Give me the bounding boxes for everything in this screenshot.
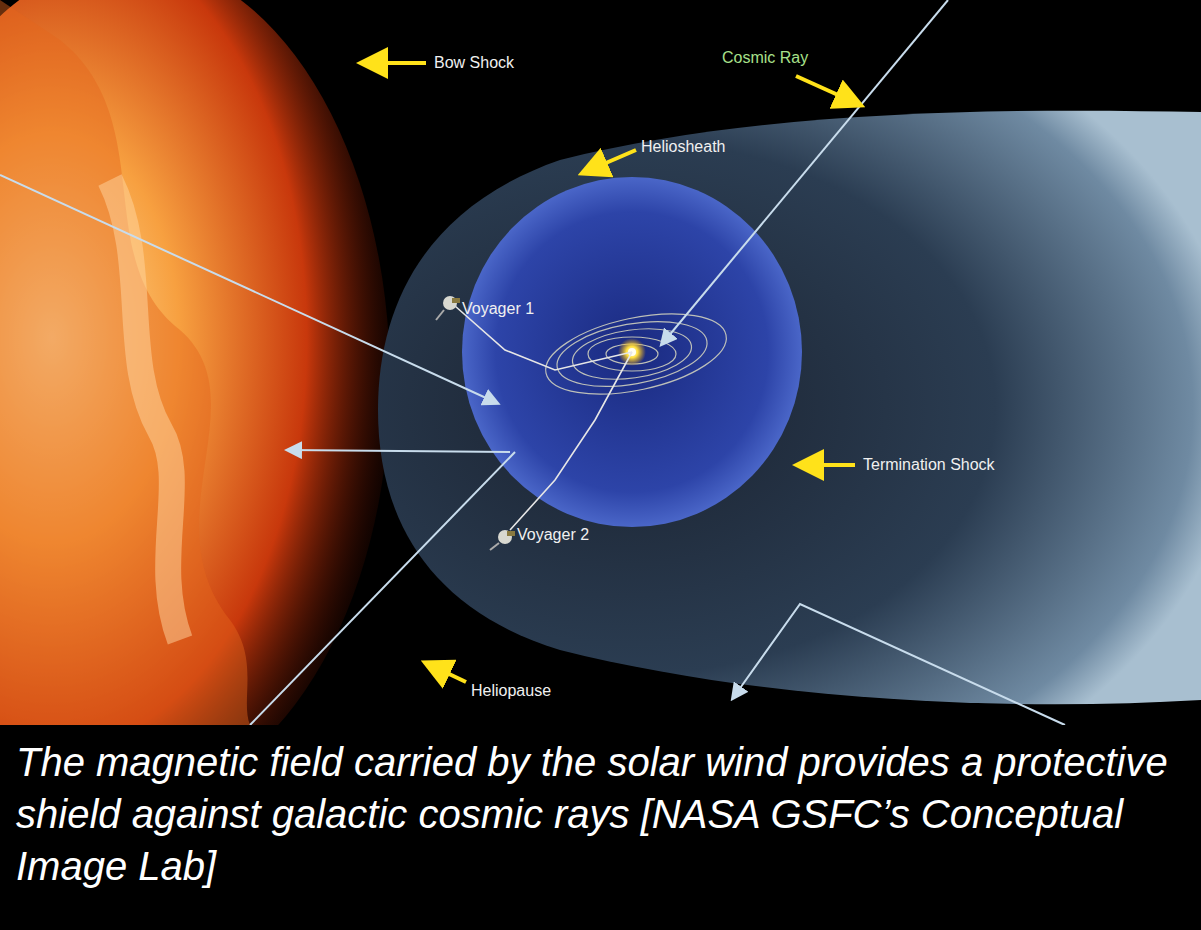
region-label: Voyager 2: [517, 525, 589, 545]
region-label: Termination Shock: [863, 455, 995, 475]
region-label: Heliosheath: [641, 137, 726, 157]
region-label: Bow Shock: [434, 53, 514, 73]
region-label: Voyager 1: [462, 299, 534, 319]
voyager-2-craft: [490, 530, 515, 550]
caption-text: The magnetic field carried by the solar …: [16, 736, 1191, 892]
region-label: Heliopause: [471, 681, 551, 701]
voyager-1-craft: [436, 296, 460, 320]
region-label: Cosmic Ray: [722, 48, 808, 68]
